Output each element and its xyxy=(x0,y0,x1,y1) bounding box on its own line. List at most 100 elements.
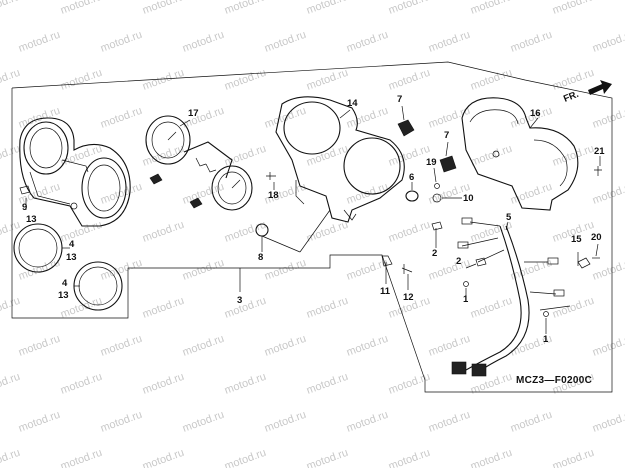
watermark-text: motod.ru xyxy=(141,219,186,245)
screw-19 xyxy=(434,183,440,189)
callout-labels: 17 14 7 16 7 19 21 9 13 18 6 10 5 4 13 8… xyxy=(22,94,605,345)
watermark-text: motod.ru xyxy=(223,67,268,93)
watermark-text: motod.ru xyxy=(181,409,226,435)
meter-panel-part xyxy=(19,117,131,227)
callout-5: 5 xyxy=(506,212,512,223)
watermark-text: motod.ru xyxy=(591,29,625,55)
bolt-12 xyxy=(401,264,413,274)
watermark-text: motod.ru xyxy=(181,333,226,359)
watermark-text: motod.ru xyxy=(59,371,104,397)
watermark-text: motod.ru xyxy=(551,67,596,93)
watermark-text: motod.ru xyxy=(223,0,268,17)
watermark-text: motod.ru xyxy=(17,409,62,435)
watermark-text: motod.ru xyxy=(59,67,104,93)
watermark-text: motod.ru xyxy=(591,257,625,283)
watermark-text: motod.ru xyxy=(223,219,268,245)
callout-17: 17 xyxy=(188,108,199,119)
watermark-text: motod.ru xyxy=(223,371,268,397)
callout-4: 4 xyxy=(62,278,68,289)
grommet-6 xyxy=(405,190,419,202)
front-direction-arrow: FR. xyxy=(562,80,612,105)
watermark-text: motod.ru xyxy=(591,409,625,435)
watermark-text: motod.ru xyxy=(551,447,596,468)
callout-3: 3 xyxy=(237,295,242,306)
diagram-code: MCZ3—F0200C xyxy=(516,375,592,386)
watermark-text: motod.ru xyxy=(305,371,350,397)
bulb-1b xyxy=(543,311,549,317)
small-parts xyxy=(19,119,602,317)
watermark-text: motod.ru xyxy=(427,29,472,55)
bulb-1a xyxy=(463,281,469,287)
collar-10 xyxy=(432,193,442,203)
indicator-lens-7b xyxy=(439,155,457,173)
watermark-text: motod.ru xyxy=(427,257,472,283)
watermark-text: motod.ru xyxy=(305,219,350,245)
watermark-text: motod.ru xyxy=(591,181,625,207)
bracket-15 xyxy=(577,257,591,269)
watermark-text: motod.ru xyxy=(345,29,390,55)
watermark-text: motod.ru xyxy=(99,409,144,435)
callout-1: 1 xyxy=(543,334,549,345)
watermark-text: motod.ru xyxy=(181,257,226,283)
watermark-text: motod.ru xyxy=(345,409,390,435)
wire-harness-part xyxy=(451,217,571,377)
watermark-text: motod.ru xyxy=(181,29,226,55)
watermark-text: motod.ru xyxy=(141,371,186,397)
watermark-text: motod.ru xyxy=(17,105,62,131)
leader-lines xyxy=(25,105,601,334)
callout-12: 12 xyxy=(403,292,414,303)
svg-text:FR.: FR. xyxy=(562,89,580,105)
callout-15: 15 xyxy=(571,234,582,245)
watermark-text: motod.ru xyxy=(305,0,350,17)
watermark-text: motod.ru xyxy=(141,0,186,17)
watermark-text: motod.ru xyxy=(427,105,472,131)
clip-2a xyxy=(431,221,443,231)
watermark-text: motod.ru xyxy=(263,29,308,55)
callout-13: 13 xyxy=(66,252,77,263)
callout-9: 9 xyxy=(22,202,27,213)
callout-19: 19 xyxy=(426,157,437,168)
watermark-text: motod.ru xyxy=(141,143,186,169)
watermark-text: motod.ru xyxy=(17,29,62,55)
watermark-text: motod.ru xyxy=(99,105,144,131)
watermark-text: motod.ru xyxy=(0,371,22,397)
watermark-text: motod.ru xyxy=(305,447,350,468)
watermark-text: motod.ru xyxy=(387,219,432,245)
watermark-text: motod.ru xyxy=(263,257,308,283)
watermark-text: motod.ru xyxy=(263,105,308,131)
watermark-text: motod.ru xyxy=(141,295,186,321)
watermark-text: motod.ru xyxy=(0,67,22,93)
watermark-text: motod.ru xyxy=(99,29,144,55)
speedometer-part xyxy=(145,115,253,211)
watermark-text: motod.ru xyxy=(263,333,308,359)
watermark-text: motod.ru xyxy=(223,295,268,321)
callout-2: 2 xyxy=(456,256,461,267)
callout-13: 13 xyxy=(26,214,37,225)
callout-10: 10 xyxy=(463,193,474,204)
watermark-text: motod.ru xyxy=(591,105,625,131)
screw-9 xyxy=(19,185,31,195)
clip-2b xyxy=(475,257,487,267)
watermark-text: motod.ru xyxy=(223,447,268,468)
callout-7: 7 xyxy=(397,94,402,105)
watermark-text: motod.ru xyxy=(551,143,596,169)
watermark-text: motod.ru xyxy=(0,219,22,245)
screw-18 xyxy=(266,172,276,180)
callout-2: 2 xyxy=(432,248,437,259)
watermark-text: motod.ru xyxy=(305,143,350,169)
callout-7: 7 xyxy=(444,130,449,141)
watermark-text: motod.ru xyxy=(345,333,390,359)
watermark-text: motod.ru xyxy=(0,143,22,169)
watermark-text: motod.ru xyxy=(59,0,104,17)
callout-18: 18 xyxy=(268,190,279,201)
watermark-text: motod.ru xyxy=(509,29,554,55)
watermark-text: motod.ru xyxy=(0,0,22,17)
screw-21 xyxy=(594,166,602,176)
callout-13: 13 xyxy=(58,290,69,301)
watermark-text: motod.ru xyxy=(99,333,144,359)
watermark-text: motod.ru xyxy=(0,295,22,321)
watermark-text: motod.ru xyxy=(305,295,350,321)
watermark-text: motod.ru xyxy=(387,67,432,93)
watermark-text: motod.ru xyxy=(305,67,350,93)
